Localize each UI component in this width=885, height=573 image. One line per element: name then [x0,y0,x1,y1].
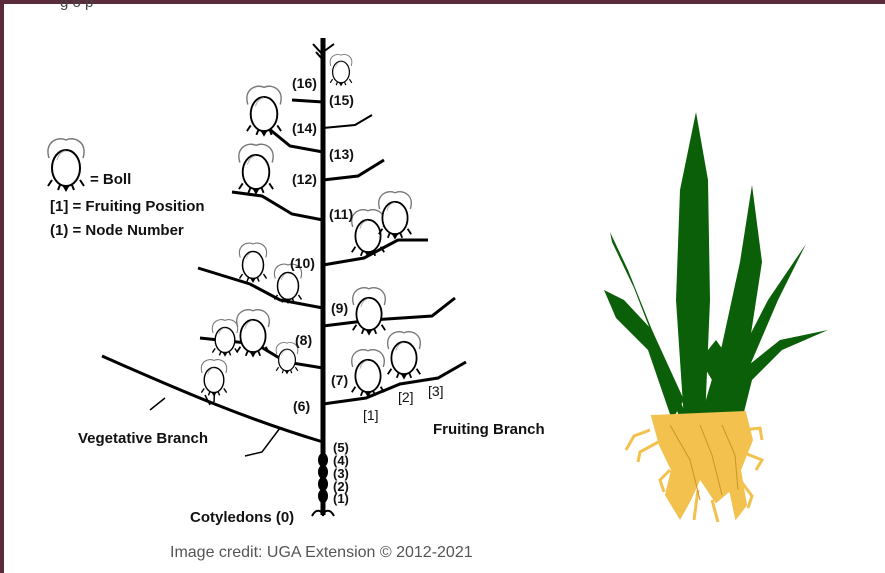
position-2: [2] [398,389,414,405]
node-6: (6) [293,398,310,414]
legend-node-number: (1) = Node Number [50,222,184,239]
top-partial-text: g o p [60,0,94,11]
node-labels: (16) (15) (14) (13) (12) (11) (10) (9) (… [290,75,354,506]
node-4: (4) [333,453,349,468]
vegetative-branch-label: Vegetative Branch [78,430,208,447]
node-1: (1) [333,491,349,506]
node-16: (16) [292,75,317,91]
node-15: (15) [329,92,354,108]
image-credit: Image credit: UGA Extension © 2012-2021 [170,544,473,561]
legend-boll-icon [46,137,86,193]
node-9: (9) [331,300,348,316]
node-14: (14) [292,120,317,136]
node-13: (13) [329,146,354,162]
node-3: (3) [333,466,349,481]
node-11: (11) [329,206,353,222]
cotyledons-label: Cotyledons (0) [190,509,294,526]
node-12: (12) [292,171,317,187]
node-7: (7) [331,372,348,388]
root-detail-lines [669,424,739,501]
node-2: (2) [333,479,349,494]
right-branches [322,114,467,406]
seedling-roots [624,410,765,523]
legend-fruiting-position: [1] = Fruiting Position [50,198,205,215]
position-3: [3] [428,383,444,399]
fruiting-branch-label: Fruiting Branch [433,421,545,438]
node-8: (8) [295,332,312,348]
main-stem [311,38,335,517]
position-1: [1] [363,407,379,423]
legend-boll: = Boll [90,171,131,188]
seedling-leaves [604,112,828,420]
legend: = Boll [1] = Fruiting Position (1) = Nod… [46,137,205,239]
fruiting-position-labels: [1] [2] [3] [363,383,444,423]
left-branches [101,98,324,457]
node-5: (5) [333,440,349,455]
node-10: (10) [290,255,315,271]
seedling-illustration [604,112,828,523]
